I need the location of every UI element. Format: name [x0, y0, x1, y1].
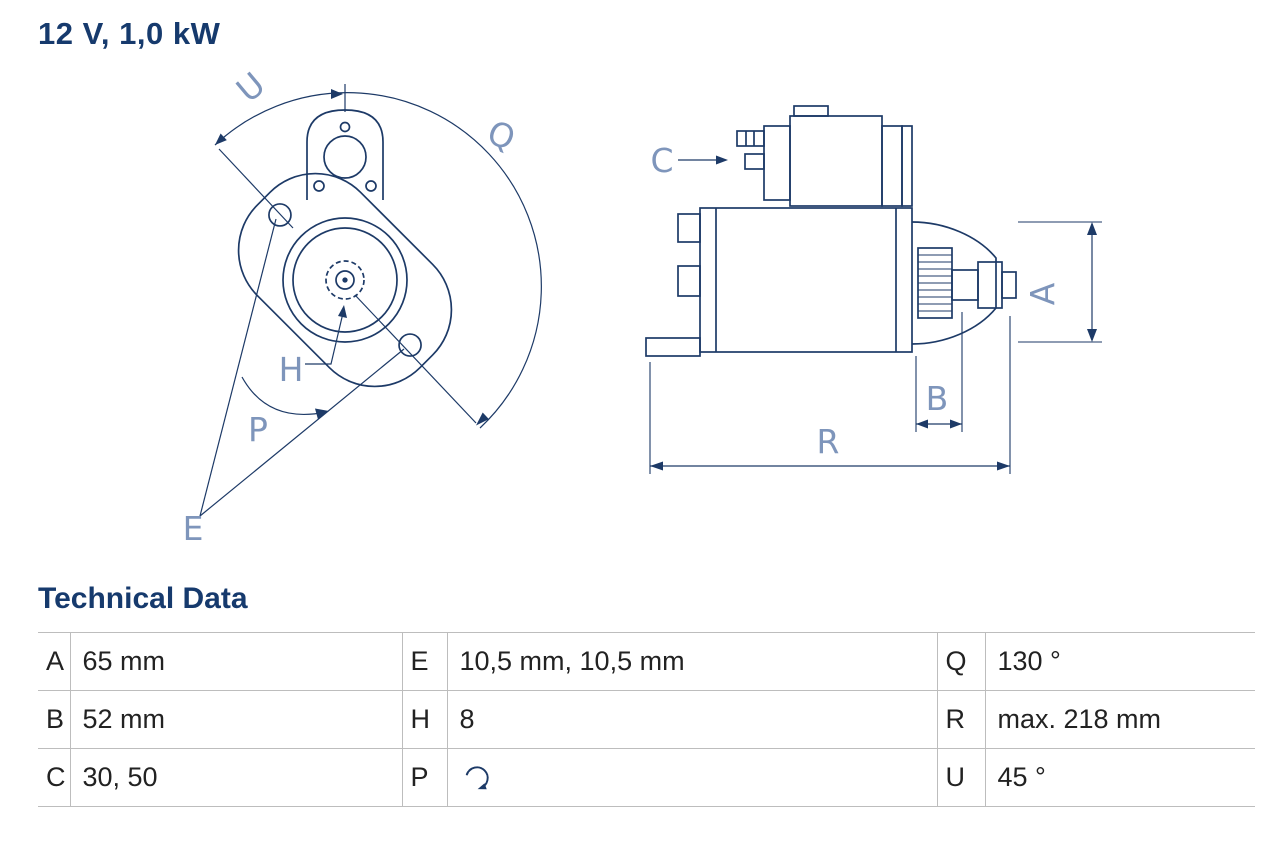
arrow-b-right — [950, 419, 962, 429]
arrow-u-boundary — [215, 133, 227, 145]
tech-key-q: Q — [936, 632, 985, 691]
arrow-r-right — [997, 461, 1010, 471]
side-view-labels: C A B R — [650, 141, 1062, 461]
solenoid — [736, 105, 913, 207]
tech-value-e: 10,5 mm, 10,5 mm — [446, 632, 937, 691]
side-view — [645, 105, 1017, 357]
tech-key-c: C — [38, 748, 70, 807]
tech-value-r: max. 218 mm — [984, 690, 1255, 749]
label-e: E — [183, 509, 204, 548]
terminal-stud-upper — [736, 130, 765, 147]
rear-foot — [645, 337, 701, 357]
tech-value-h: 8 — [446, 690, 937, 749]
e-leader-line-lower — [199, 348, 405, 517]
terminal-stud-lower — [744, 153, 765, 170]
label-p: P — [248, 410, 268, 449]
label-q: Q — [482, 112, 521, 158]
tech-key-p: P — [401, 748, 447, 807]
front-view — [237, 109, 453, 388]
drive-bell — [911, 221, 997, 345]
e-leader-line-upper — [199, 218, 277, 517]
rotation-clockwise-icon — [465, 766, 489, 790]
page-title: 12 V, 1,0 kW — [38, 16, 221, 51]
label-r: R — [817, 422, 840, 461]
shaft-tip — [1001, 271, 1017, 299]
tech-key-u: U — [936, 748, 985, 807]
mounting-bolt — [901, 125, 913, 207]
tech-value-q: 130 ° — [984, 632, 1255, 691]
bracket-hole-left — [313, 180, 325, 192]
a-extension-lines — [1018, 221, 1102, 343]
tech-key-b: B — [38, 690, 70, 749]
tech-value-a: 65 mm — [69, 632, 402, 691]
technical-data-table: A 65 mm E 10,5 mm, 10,5 mm Q 130 ° B 52 … — [38, 632, 1255, 807]
arrow-h — [338, 305, 347, 318]
mounting-bracket — [306, 109, 384, 200]
bracket-hole-top — [339, 121, 351, 133]
tech-value-c: 30, 50 — [69, 748, 402, 807]
side-arrowheads — [650, 155, 1097, 471]
drive-end — [911, 221, 1017, 345]
arrow-c — [716, 155, 728, 165]
arrowheads — [215, 89, 489, 426]
tech-value-u: 45 ° — [984, 748, 1255, 807]
tech-key-a: A — [38, 632, 70, 691]
arrow-b-left — [916, 419, 928, 429]
front-view-dimensions — [199, 84, 542, 517]
center-bore — [282, 217, 408, 343]
bracket-hole-right — [365, 180, 377, 192]
r-extension-lines — [649, 316, 1011, 474]
arrow-q-end — [476, 412, 489, 426]
table-row: A 65 mm E 10,5 mm, 10,5 mm Q 130 ° — [38, 632, 1255, 691]
tech-key-e: E — [401, 632, 447, 691]
angle-arc-u-q — [214, 92, 542, 429]
h-leader-line — [305, 312, 344, 365]
pinion-spline — [325, 260, 365, 300]
label-u: U — [229, 64, 273, 109]
tech-key-h: H — [401, 690, 447, 749]
flange-outline — [237, 172, 453, 388]
arrow-a-bottom — [1087, 329, 1097, 342]
p-rotation-arc — [241, 376, 327, 416]
arrow-p — [315, 408, 329, 420]
side-view-dimensions — [649, 155, 1102, 474]
mounting-hole-lower — [398, 333, 422, 357]
arrow-top-reference — [331, 89, 343, 99]
shaft-knob — [977, 261, 1003, 309]
table-row: C 30, 50 P U 45 ° — [38, 748, 1255, 807]
arrow-a-top — [1087, 222, 1097, 235]
technical-data-heading: Technical Data — [38, 582, 248, 615]
motor-body — [645, 207, 913, 357]
bracket-bore — [323, 135, 367, 179]
arrow-r-left — [650, 461, 663, 471]
label-c: C — [650, 141, 673, 180]
pinion-teeth — [918, 254, 952, 312]
tech-key-r: R — [936, 690, 985, 749]
b-extension-lines — [915, 312, 963, 432]
pinion-shaft — [951, 269, 979, 301]
table-row: B 52 mm H 8 R max. 218 mm — [38, 690, 1255, 749]
tech-value-b: 52 mm — [69, 690, 402, 749]
rear-tab-lower — [677, 265, 701, 297]
label-h: H — [279, 350, 304, 389]
rear-tab-upper — [677, 213, 701, 243]
label-a: A — [1023, 282, 1062, 305]
radial-line-q — [354, 294, 477, 424]
radial-line-u — [218, 148, 294, 229]
starter-motor-diagram: U Q H P E — [183, 64, 1102, 548]
label-b: B — [926, 379, 949, 418]
tech-value-p — [446, 748, 937, 807]
